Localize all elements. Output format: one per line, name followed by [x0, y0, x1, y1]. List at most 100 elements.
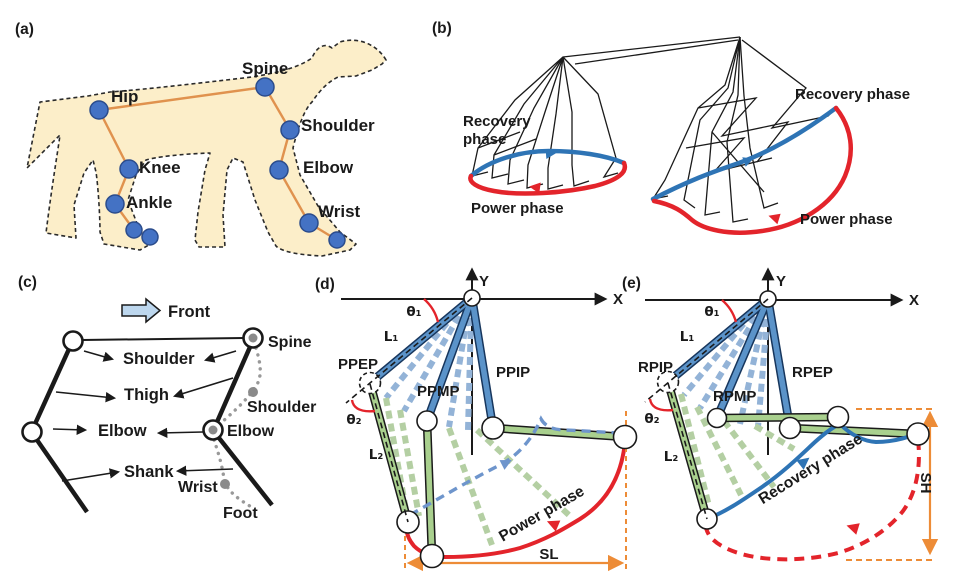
hind-leg-stick-traces — [471, 36, 741, 190]
d-theta2-label: θ₂ — [346, 412, 361, 428]
e-l1-label: L₁ — [680, 329, 695, 345]
e-power-arrow — [846, 523, 860, 535]
segment-thigh-label: Thigh — [124, 386, 169, 404]
front-label: Front — [168, 303, 211, 321]
front-direction-arrow — [121, 297, 162, 324]
d-theta1-arc — [423, 298, 440, 323]
e-theta2-label: θ₂ — [644, 411, 659, 427]
e-rpep-label: RPEP — [792, 364, 833, 381]
joint-labels: Hip Spine Shoulder Knee Elbow Ankle Wris… — [111, 59, 375, 221]
segment-shoulder-label: Shoulder — [123, 350, 195, 368]
e-sh-label: SH — [917, 473, 934, 494]
label-spine: Spine — [242, 59, 288, 78]
label-hip: Hip — [111, 87, 138, 106]
gray-spine-label: Spine — [268, 334, 312, 351]
recovery-label-right: Recovery phase — [795, 86, 910, 103]
gait-loop-right — [650, 105, 853, 235]
panel-e-label: (e) — [622, 275, 641, 292]
e-l2-label: L₂ — [664, 449, 679, 465]
gray-elbow-label: Elbow — [227, 423, 275, 440]
panel-c: (c) Front — [18, 274, 316, 522]
recovery-label-left-2: phase — [463, 131, 506, 148]
label-ankle: Ankle — [126, 193, 172, 212]
e-theta1-arc — [721, 299, 738, 323]
gray-shoulder-dot — [248, 387, 258, 397]
d-theta1-label: θ₁ — [406, 304, 421, 320]
d-power-trajectory — [404, 440, 627, 560]
e-theta2-arc — [648, 398, 674, 412]
skeleton-joints — [89, 77, 346, 249]
d-l1-label: L₁ — [384, 329, 399, 345]
panel-c-label: (c) — [18, 274, 37, 291]
d-recovery-trajectory — [409, 415, 618, 517]
panel-b-label: (b) — [432, 20, 452, 37]
panel-e: (e) X Y — [622, 267, 939, 562]
spine-joint-dot — [248, 333, 258, 343]
joint-ankle — [105, 194, 125, 214]
e-recovery-trajectory — [705, 421, 918, 521]
d-theta2-arc — [350, 399, 376, 413]
d-l2-label: L₂ — [369, 447, 384, 463]
label-wrist: Wrist — [318, 202, 361, 221]
segment-shank-label: Shank — [124, 463, 174, 481]
d-recovery-arrow — [499, 460, 512, 470]
d-y-axis-label: Y — [479, 273, 489, 290]
e-x-axis-label: X — [909, 292, 919, 309]
segment-elbow-label: Elbow — [98, 422, 147, 440]
joint-elbow — [269, 160, 289, 180]
d-x-axis-label: X — [613, 291, 623, 308]
d-power-phase-label: Power phase — [496, 483, 588, 546]
e-recovery-phase-label: Recovery phase — [756, 430, 866, 508]
joint-hip — [89, 100, 109, 120]
e-power-trajectory — [703, 439, 921, 562]
e-step-height-measure — [846, 408, 939, 561]
e-theta1-label: θ₁ — [704, 304, 719, 320]
panel-d-label: (d) — [315, 276, 335, 293]
e-link-centerlines — [644, 298, 769, 520]
e-recovery-arrow — [796, 457, 810, 470]
e-y-axis-label: Y — [776, 273, 786, 290]
d-ppep-label: PPEP — [338, 356, 378, 373]
d-ppmp-label: PPMP — [417, 383, 460, 400]
joint-wrist — [299, 213, 319, 233]
joint-hind-foot-2 — [141, 228, 159, 246]
d-step-length-measure — [404, 411, 627, 572]
d-ppip-label: PPIP — [496, 364, 530, 381]
panel-a-label: (a) — [15, 21, 34, 38]
gray-shoulder-label: Shoulder — [247, 399, 316, 416]
dog-silhouette — [26, 39, 387, 257]
front-leg-stick-traces — [651, 36, 837, 223]
e-dashed-lower-links — [678, 393, 796, 507]
gray-foot-label: Foot — [223, 505, 258, 522]
label-elbow: Elbow — [303, 158, 354, 177]
joint-shoulder — [280, 120, 300, 140]
label-knee: Knee — [139, 158, 181, 177]
power-arrow-left — [529, 182, 541, 194]
power-arrow-right — [768, 213, 781, 225]
power-curve-right — [651, 105, 853, 235]
d-sl-label: SL — [539, 546, 558, 563]
gray-wrist-dot — [220, 479, 230, 489]
joint-knee — [119, 159, 139, 179]
joint-spine — [255, 77, 275, 97]
power-label-right: Power phase — [800, 211, 893, 228]
leg-model-joints — [21, 327, 264, 443]
panel-d: (d) X Y — [315, 267, 638, 572]
d-joint-circles — [358, 289, 638, 569]
d-link-centerlines — [345, 297, 473, 523]
e-rpmp-label: RPMP — [713, 388, 756, 405]
joint-front-foot — [328, 231, 346, 249]
elbow-joint-dot — [208, 425, 218, 435]
gray-wrist-label: Wrist — [178, 479, 218, 496]
joint-hind-foot-1 — [125, 221, 143, 239]
label-shoulder: Shoulder — [301, 116, 375, 135]
d-power-arrow — [546, 520, 561, 532]
panel-a: (a) Hip Spine Shoul — [15, 21, 387, 257]
recovery-arrow-left — [545, 149, 556, 159]
recovery-arrow-right — [742, 157, 754, 167]
power-label-left: Power phase — [471, 200, 564, 217]
e-rpip-label: RPIP — [638, 359, 673, 376]
recovery-curve-right — [650, 105, 839, 202]
